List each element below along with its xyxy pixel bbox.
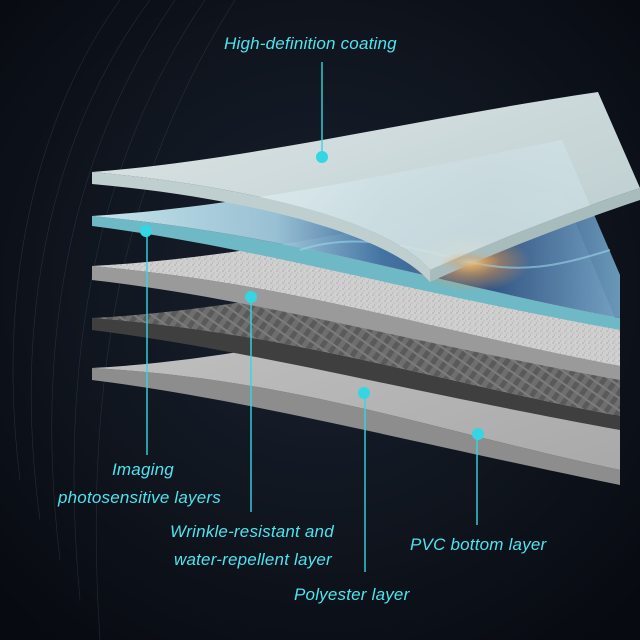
wrinkle-marker-dot xyxy=(245,291,257,303)
imaging-label-2: photosensitive layers xyxy=(58,484,221,512)
coating-label: High-definition coating xyxy=(224,30,397,58)
imaging-label-line1: Imaging xyxy=(112,460,174,479)
polyester-label: Polyester layer xyxy=(294,581,409,609)
coating-marker-dot xyxy=(316,151,328,163)
wrinkle-label: Wrinkle-resistant and xyxy=(170,518,334,546)
polyester-marker-dot xyxy=(358,387,370,399)
pvc-marker-dot xyxy=(472,428,484,440)
pvc-label: PVC bottom layer xyxy=(410,531,546,559)
wrinkle-label-line2: water-repellent layer xyxy=(174,550,332,569)
imaging-label-line2: photosensitive layers xyxy=(58,488,221,507)
imaging-marker-dot xyxy=(140,225,152,237)
wrinkle-label-2: water-repellent layer xyxy=(174,546,332,574)
wrinkle-label-line1: Wrinkle-resistant and xyxy=(170,522,334,541)
imaging-label: Imaging xyxy=(112,456,174,484)
